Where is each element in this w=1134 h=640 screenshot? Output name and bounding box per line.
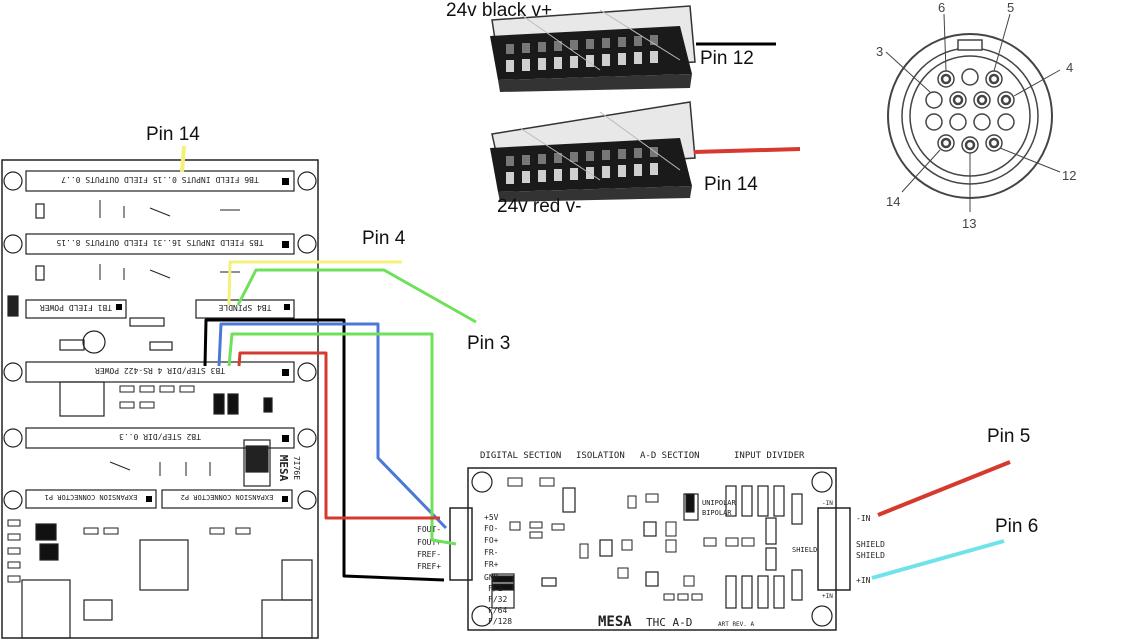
wire-cyan-pin6 [871, 539, 1005, 580]
model-label-left: 7I76E [292, 456, 301, 480]
thc-right-shield-1: SHIELD [856, 540, 885, 549]
thc-section-isolation: ISOLATION [576, 451, 625, 461]
thc-freq-64: F/64 [488, 606, 507, 615]
thc-section-ad: A-D SECTION [640, 451, 700, 461]
thc-section-divider: INPUT DIVIDER [734, 451, 805, 461]
thc-right-plus-in: +IN [856, 576, 871, 585]
connector-pin-6: 6 [938, 0, 945, 15]
mesa-logo-thc: MESA [598, 614, 632, 630]
thc-right-shield-2: SHIELD [856, 551, 885, 560]
thc-terminal-fr-minus: FR- [484, 548, 498, 557]
round-connector [885, 13, 1061, 212]
terminal-block-black [490, 5, 696, 92]
wire-green-fout [227, 332, 457, 546]
thc-freq-32: F/32 [488, 595, 507, 604]
thc-terminal-fo-plus: FO+ [484, 536, 499, 545]
label-24v-black: 24v black v+ [446, 0, 553, 21]
tb2-label: TB2 STEP/DIR 0..3 [119, 432, 201, 441]
label-pin3: Pin 3 [467, 333, 511, 354]
thc-freq-1: F/1 [488, 584, 503, 593]
thc-in-plus: +IN [822, 593, 833, 600]
thc-title: THC A-D [646, 616, 692, 629]
connector-pin-12: 12 [1062, 168, 1076, 183]
thc-terminal-fref-minus: FREF- [417, 550, 441, 559]
thc-unipolar: UNIPOLAR [702, 499, 737, 507]
thc-section-digital: DIGITAL SECTION [480, 451, 561, 461]
terminal-block-red [490, 101, 696, 202]
wire-red-pin5 [877, 460, 1011, 517]
thc-terminal-fout-plus: FOUT+ [417, 538, 441, 547]
connector-pin-4: 4 [1066, 60, 1073, 75]
tb4-label: TB4 SPINDLE [218, 303, 271, 312]
label-24v-red: 24v red v- [497, 196, 582, 217]
connector-pin-14: 14 [886, 194, 900, 209]
label-pin4: Pin 4 [362, 228, 406, 249]
thc-freq-128: F/128 [488, 617, 512, 626]
label-pin5: Pin 5 [987, 426, 1031, 447]
label-pin14-block: Pin 14 [704, 174, 758, 195]
label-pin6: Pin 6 [995, 516, 1039, 537]
wire-black [203, 318, 445, 582]
tb6-label: TB6 FIELD INPUTS 0..15 FIELD OUTPUTS 0..… [61, 175, 259, 184]
p2-label: EXPANSION CONNECTOR P2 [181, 493, 274, 501]
board-7i76e-text: TB6 FIELD INPUTS 0..15 FIELD OUTPUTS 0..… [40, 175, 301, 501]
tb1-label: TB1 FIELD POWER [40, 303, 112, 312]
connector-pin-3: 3 [876, 44, 883, 59]
board-thc-ad [449, 467, 851, 631]
wire-blue [217, 322, 448, 530]
label-pin12: Pin 12 [700, 48, 754, 69]
thc-terminal-5v: +5V [484, 513, 499, 522]
wire-red-board [237, 351, 440, 520]
tb5-label: TB5 FIELD INPUTS 16..31 FIELD OUTPUTS 8.… [56, 238, 263, 247]
mesa-logo-left: MESA [277, 455, 290, 482]
thc-terminal-fr-plus: FR+ [484, 560, 499, 569]
wire-pin14-red [693, 147, 801, 154]
p1-label: EXPANSION CONNECTOR P1 [45, 493, 138, 501]
thc-in-minus: -IN [822, 500, 833, 507]
thc-terminal-fo-minus: FO- [484, 524, 498, 533]
thc-bipolar: BIPOLAR [702, 509, 732, 517]
board-thc-text: DIGITAL SECTION ISOLATION A-D SECTION IN… [417, 451, 885, 630]
connector-pin-5: 5 [1007, 0, 1014, 15]
tb3-label: TB3 STEP/DIR 4 RS-422 POWER [95, 366, 225, 375]
wire-yellow-pin4 [227, 260, 402, 306]
connector-pin-13: 13 [962, 216, 976, 231]
thc-terminal-fref-plus: FREF+ [417, 562, 441, 571]
board-7i76e [1, 159, 319, 639]
thc-rev: ART REV. A [718, 621, 755, 628]
thc-terminal-gnd: GND [484, 573, 499, 582]
thc-terminal-fout-minus: FOUT- [417, 525, 441, 534]
wire-yellow-pin14 [180, 145, 186, 173]
thc-right-minus-in: -IN [856, 514, 871, 523]
wire-green-pin3 [236, 268, 477, 324]
thc-shield: SHIELD [792, 546, 817, 554]
label-pin14-board: Pin 14 [146, 124, 200, 145]
